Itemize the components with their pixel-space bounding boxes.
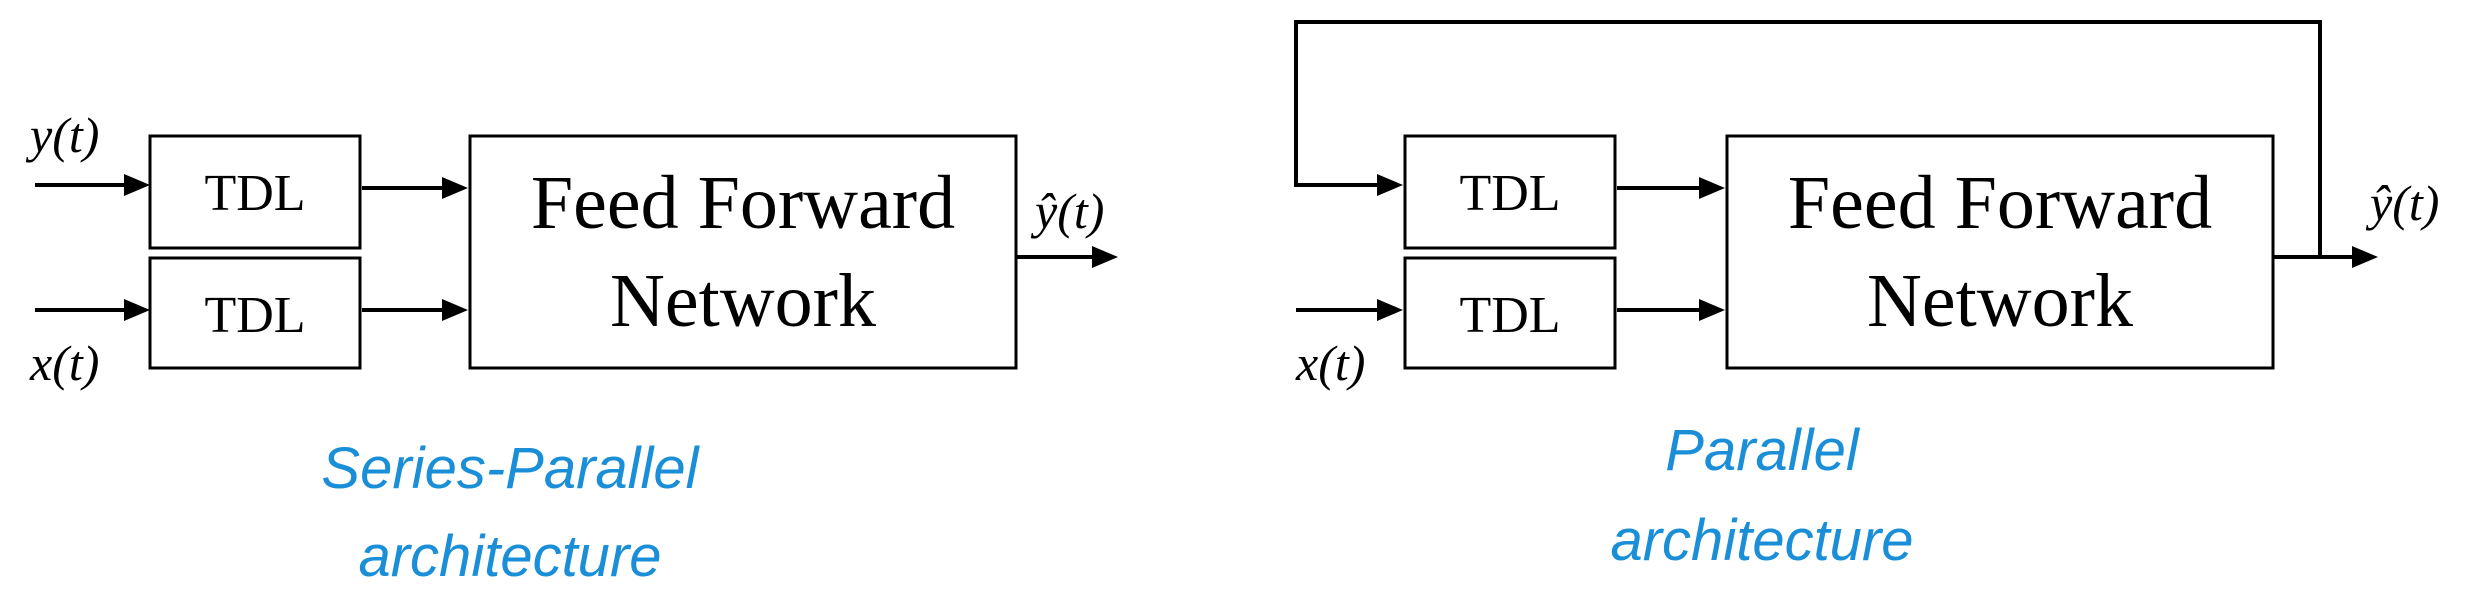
tdl-to-network-arrows [1617, 177, 1725, 321]
tdl-to-network-arrows [362, 177, 468, 321]
tdl-box-bottom: TDL [148, 256, 362, 370]
output-label: ŷ(t) [2365, 175, 2439, 231]
tdl-box-bottom: TDL [1403, 256, 1617, 370]
feed-forward-network-box: Feed Forward Network [1725, 134, 2275, 370]
input-y-arrow [35, 174, 150, 196]
input-x-label: x(t) [1295, 335, 1365, 391]
input-x-label: x(t) [29, 335, 99, 391]
input-x-arrow [1296, 299, 1403, 321]
output-arrow [2273, 246, 2378, 268]
tdl-box-top: TDL [1403, 134, 1617, 250]
tdl-bottom-label: TDL [1459, 287, 1560, 344]
tdl-box-top: TDL [148, 134, 362, 250]
feedback-loop [1294, 20, 2322, 257]
parallel-diagram: x(t) TDL TDL Feed Forward Network [1294, 20, 2439, 573]
caption-line2: architecture [358, 524, 661, 589]
network-label-line1: Feed Forward [531, 161, 955, 245]
output-label: ŷ(t) [1030, 183, 1104, 239]
tdl-top-label: TDL [204, 165, 305, 222]
series-parallel-diagram: y(t) x(t) TDL TDL Feed [25, 107, 1118, 589]
caption-line2: architecture [1610, 508, 1913, 573]
input-x-arrow [35, 299, 150, 321]
tdl-top-label: TDL [1459, 165, 1560, 222]
network-label-line2: Network [1867, 259, 2133, 343]
input-y-label: y(t) [25, 107, 99, 163]
caption-line1: Series-Parallel [321, 436, 700, 501]
network-label-line1: Feed Forward [1788, 161, 2212, 245]
network-label-line2: Network [610, 259, 876, 343]
feed-forward-network-box: Feed Forward Network [468, 134, 1018, 370]
caption-line1: Parallel [1665, 418, 1861, 483]
tdl-bottom-label: TDL [204, 287, 305, 344]
output-arrow [1016, 246, 1118, 268]
